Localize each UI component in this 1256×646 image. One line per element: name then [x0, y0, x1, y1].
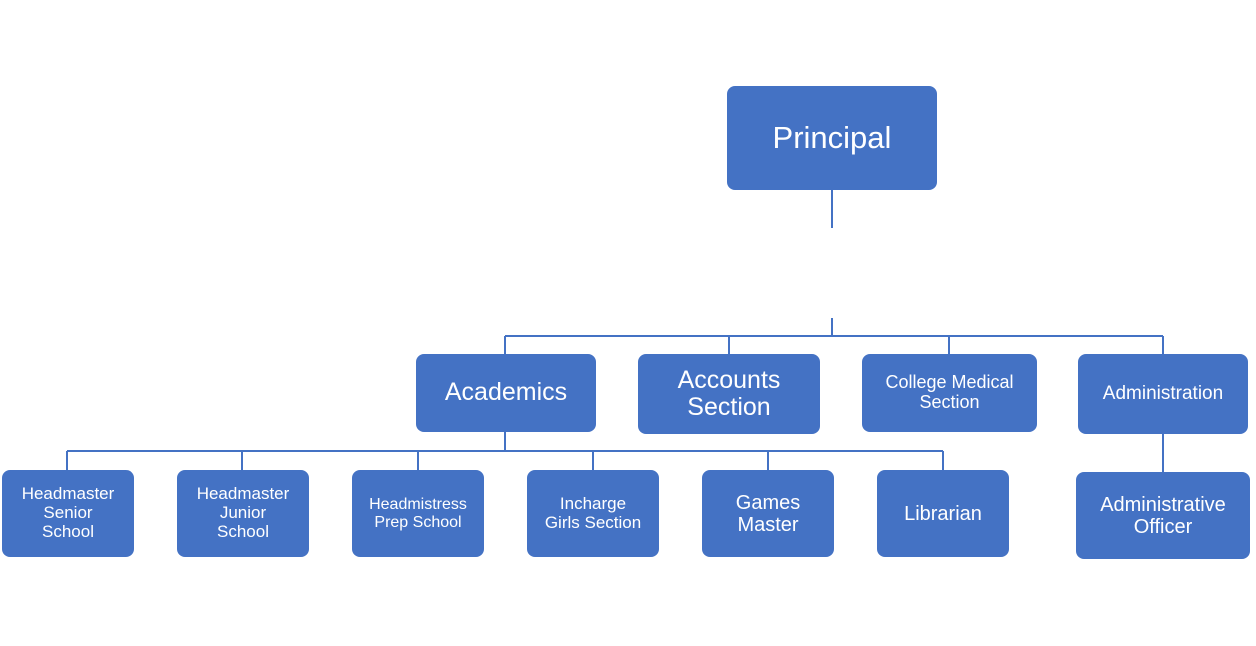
node-principal-label: Principal [772, 119, 892, 155]
node-administrative-officer: Administrative Officer [1076, 472, 1250, 559]
node-librarian-label: Librarian [904, 502, 982, 525]
node-incharge-girls-section-label: Incharge Girls Section [544, 493, 642, 532]
node-headmaster-senior-school-label: Headmaster Senior School [21, 484, 115, 541]
node-academics-label: Academics [444, 378, 568, 407]
node-games-master-label: Games Master [735, 491, 801, 536]
node-headmistress-prep-school: Headmistress Prep School [352, 470, 484, 557]
node-college-medical-section-label: College Medical Section [885, 372, 1014, 412]
node-principal: Principal [727, 86, 937, 190]
node-accounts-section-label: Accounts Section [677, 365, 781, 421]
node-librarian: Librarian [877, 470, 1009, 557]
node-games-master: Games Master [702, 470, 834, 557]
node-headmaster-junior-school: Headmaster Junior School [177, 470, 309, 557]
node-headmistress-prep-school-label: Headmistress Prep School [369, 495, 467, 531]
node-headmaster-senior-school: Headmaster Senior School [2, 470, 134, 557]
node-administration: Administration [1078, 354, 1248, 434]
node-academics: Academics [416, 354, 596, 432]
node-administration-label: Administration [1102, 382, 1224, 404]
node-college-medical-section: College Medical Section [862, 354, 1037, 432]
node-accounts-section: Accounts Section [638, 354, 820, 434]
node-incharge-girls-section: Incharge Girls Section [527, 470, 659, 557]
node-headmaster-junior-school-label: Headmaster Junior School [196, 484, 290, 541]
node-administrative-officer-label: Administrative Officer [1100, 493, 1226, 538]
